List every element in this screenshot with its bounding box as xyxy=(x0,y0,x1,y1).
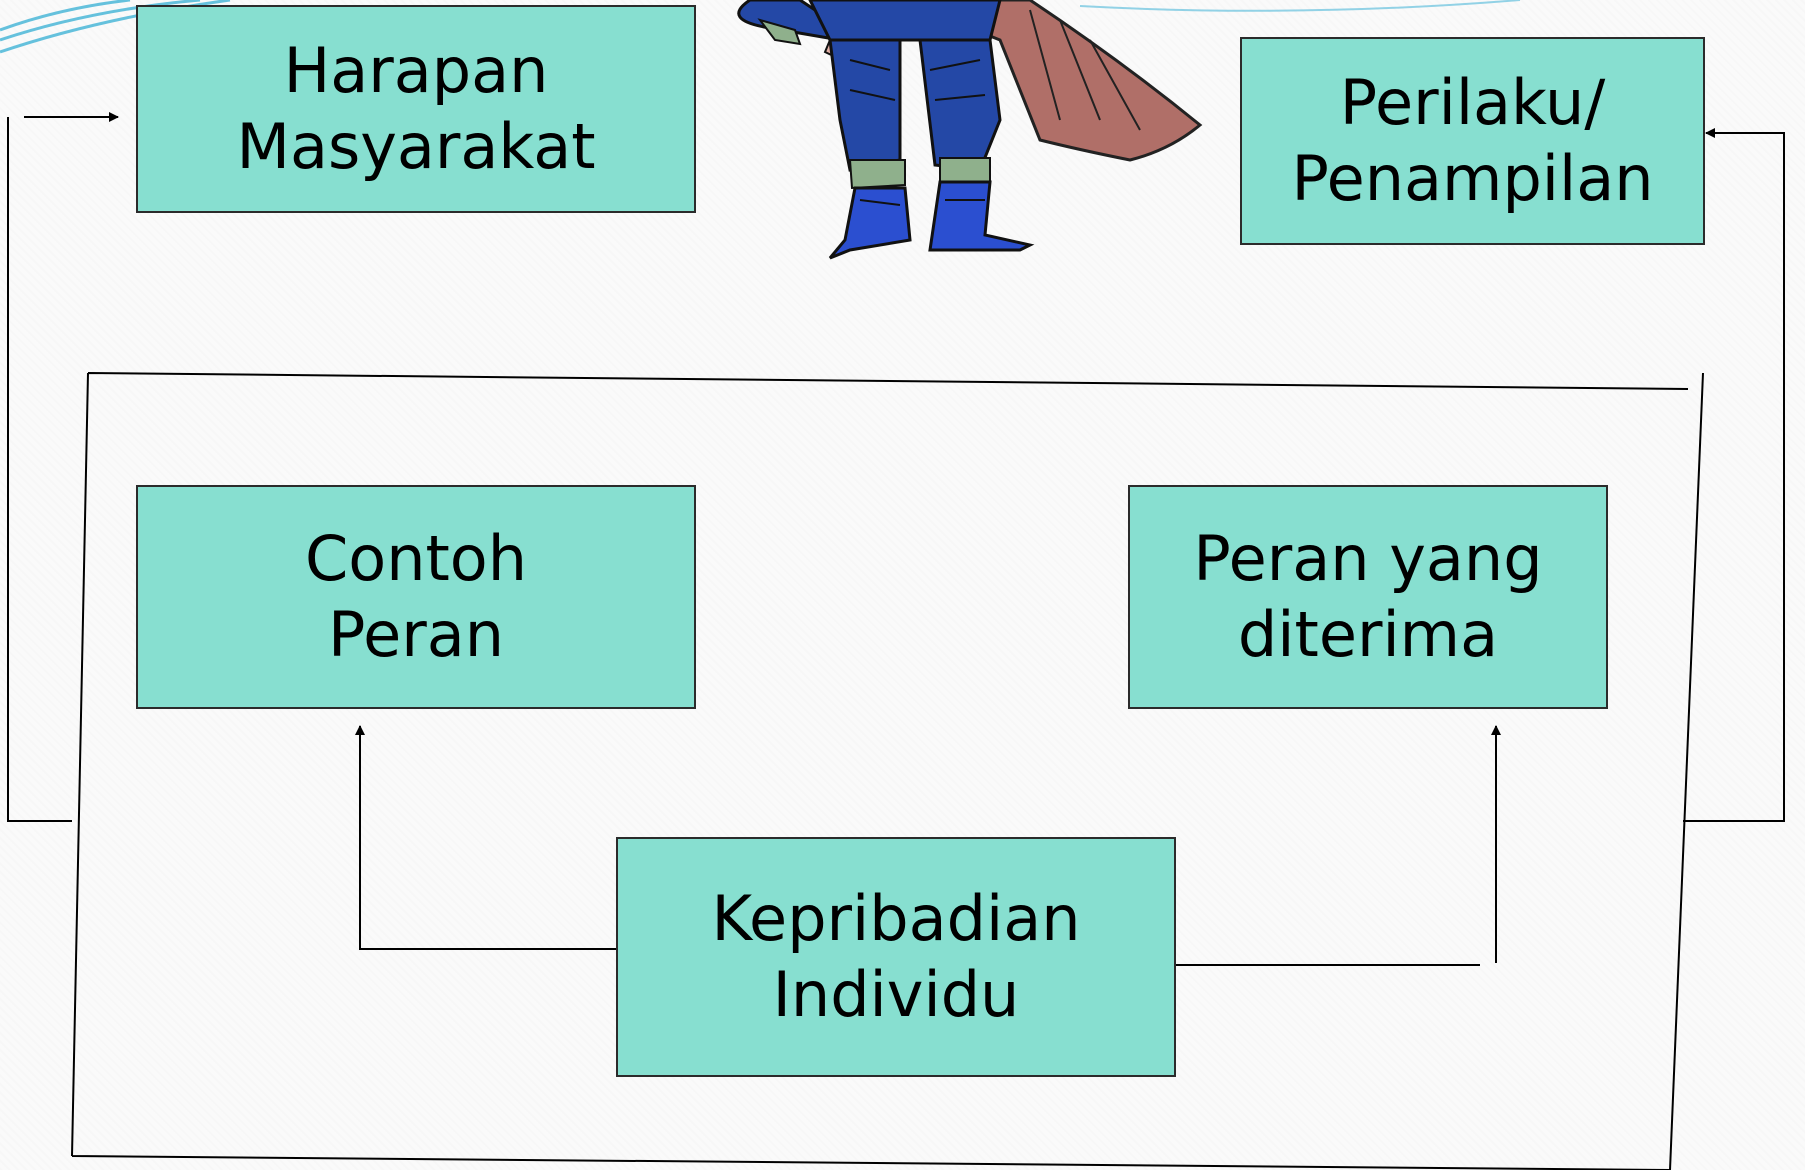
box-harapan-line1: Harapan xyxy=(283,34,549,107)
box-peran-yang-diterima: Peran yang diterima xyxy=(1128,485,1608,709)
enclosing-frame xyxy=(71,372,1704,1170)
box-perilaku-penampilan: Perilaku/ Penampilan xyxy=(1240,37,1705,245)
box-peran-line1: Peran yang xyxy=(1193,522,1543,595)
box-kepribadian-individu: Kepribadian Individu xyxy=(616,837,1176,1077)
arrow-to-harapan xyxy=(7,117,118,822)
box-perilaku-line1: Perilaku/ xyxy=(1339,66,1606,139)
swoosh-decoration xyxy=(0,0,231,54)
box-harapan-line2: Masyarakat xyxy=(236,110,596,183)
box-harapan-masyarakat: Harapan Masyarakat xyxy=(136,5,696,213)
box-kepribadian-line1: Kepribadian xyxy=(711,882,1081,955)
box-kepribadian-line2: Individu xyxy=(772,958,1020,1031)
arrow-to-perilaku xyxy=(1683,128,1785,822)
arrow-kepribadian-to-contoh xyxy=(355,725,616,950)
superhero-figure-icon xyxy=(737,0,1203,260)
box-peran-line2: diterima xyxy=(1237,598,1499,671)
arrow-kepribadian-to-peran xyxy=(1176,726,1496,966)
box-contoh-line2: Peran xyxy=(327,598,505,671)
box-perilaku-line2: Penampilan xyxy=(1291,142,1654,215)
box-contoh-peran: Contoh Peran xyxy=(136,485,696,709)
swoosh-decoration-top-right xyxy=(1079,0,1521,12)
box-contoh-line1: Contoh xyxy=(304,522,528,595)
